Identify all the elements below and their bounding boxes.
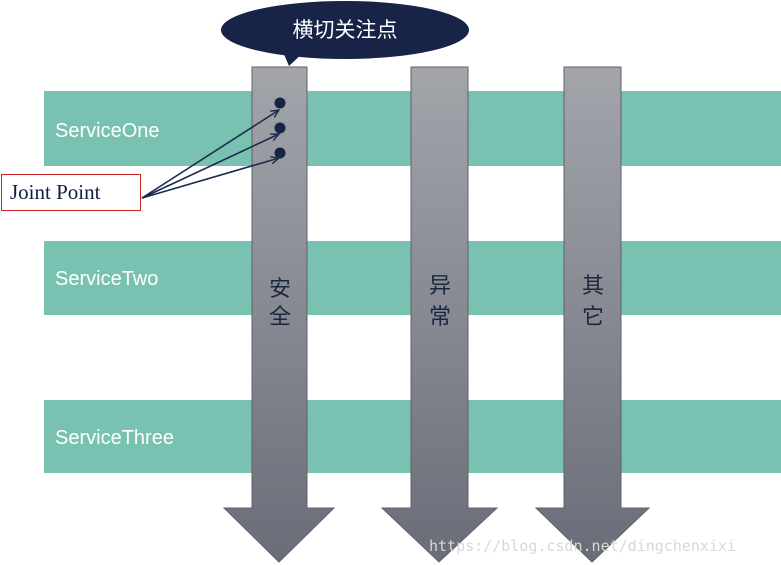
concern-label-other-char-2: 它 — [582, 305, 604, 330]
joint-point-dot-2 — [274, 122, 286, 134]
watermark-text: https://blog.csdn.net/dingchenxixi — [429, 537, 736, 555]
joint-point-arrow-2 — [141, 134, 279, 199]
concern-arrow-exception — [380, 66, 499, 563]
concern-label-other-char-1: 其 — [582, 274, 604, 299]
concern-label-exception-char-2: 常 — [429, 305, 451, 330]
joint-point-arrow-3 — [141, 158, 279, 199]
joint-point-dot-1 — [274, 97, 286, 109]
service-label-two: ServiceTwo — [55, 268, 158, 290]
concern-label-security-char-1: 安 — [269, 277, 291, 302]
concern-label-security-char-2: 全 — [269, 305, 291, 330]
concern-arrow-other — [534, 66, 651, 563]
callout-bubble: 横切关注点 — [221, 1, 469, 66]
joint-point-arrow-1 — [141, 110, 279, 199]
callout-label: 横切关注点 — [293, 18, 398, 42]
joint-point-label: Joint Point — [10, 180, 101, 204]
joint-point-dot-3 — [274, 147, 286, 159]
joint-point-label-box: Joint Point — [1, 174, 141, 211]
service-label-three: ServiceThree — [55, 427, 174, 449]
service-label-one: ServiceOne — [55, 120, 160, 142]
concern-arrow-security — [222, 66, 336, 563]
concern-label-exception-char-1: 异 — [429, 274, 451, 299]
